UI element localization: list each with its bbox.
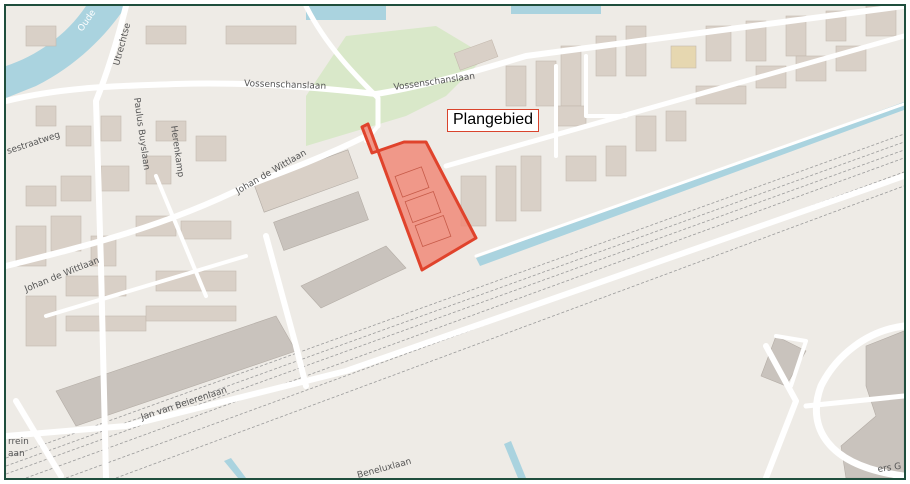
map-frame[interactable]: Vossenschanslaan Vossenschanslaan Johan … bbox=[4, 4, 906, 480]
bottom-ditch-left bbox=[224, 458, 246, 478]
buildings-right bbox=[453, 6, 897, 227]
map-canvas[interactable]: Vossenschanslaan Vossenschanslaan Johan … bbox=[6, 6, 904, 478]
canal-top-right bbox=[511, 6, 601, 14]
street-label-vossenschanslaan-west: Vossenschanslaan bbox=[244, 79, 326, 92]
plan-area-buildings bbox=[394, 166, 452, 247]
bottom-ditch-right bbox=[504, 441, 526, 478]
street-label-aan: aan bbox=[8, 449, 25, 459]
street-label-rrein: rrein bbox=[8, 437, 29, 447]
pond-water bbox=[306, 6, 386, 20]
street-label-ers-g: ers G bbox=[877, 462, 902, 475]
canal-water bbox=[6, 6, 126, 98]
buildings-industrial bbox=[55, 149, 904, 478]
plangebied-callout: Plangebied bbox=[447, 109, 540, 132]
park-area bbox=[306, 26, 486, 146]
roads bbox=[6, 6, 904, 478]
